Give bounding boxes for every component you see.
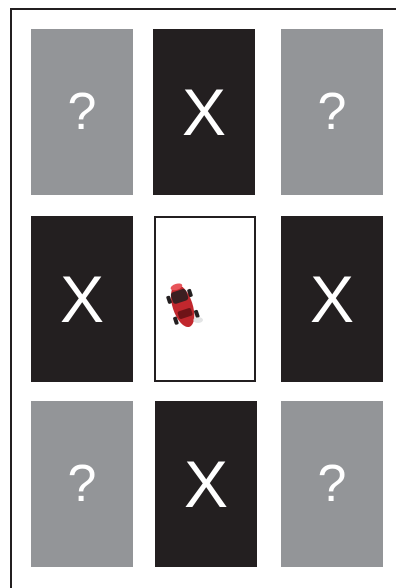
- card-r3-c2[interactable]: X: [155, 401, 257, 567]
- question-mark-icon: ?: [318, 458, 347, 510]
- card-r1-c2[interactable]: X: [153, 29, 255, 195]
- question-mark-icon: ?: [68, 458, 97, 510]
- x-mark-icon: X: [182, 79, 226, 145]
- x-mark-icon: X: [310, 266, 354, 332]
- red-car-icon: [158, 272, 206, 336]
- card-r3-c1[interactable]: ?: [31, 401, 133, 567]
- question-mark-icon: ?: [318, 86, 347, 138]
- card-r2-c1[interactable]: X: [31, 216, 133, 382]
- card-r1-c1[interactable]: ?: [31, 29, 133, 195]
- question-mark-icon: ?: [68, 86, 97, 138]
- card-r2-c2[interactable]: [154, 216, 256, 382]
- x-mark-icon: X: [60, 266, 104, 332]
- card-r2-c3[interactable]: X: [281, 216, 383, 382]
- card-r1-c3[interactable]: ?: [281, 29, 383, 195]
- x-mark-icon: X: [184, 451, 228, 517]
- card-r3-c3[interactable]: ?: [281, 401, 383, 567]
